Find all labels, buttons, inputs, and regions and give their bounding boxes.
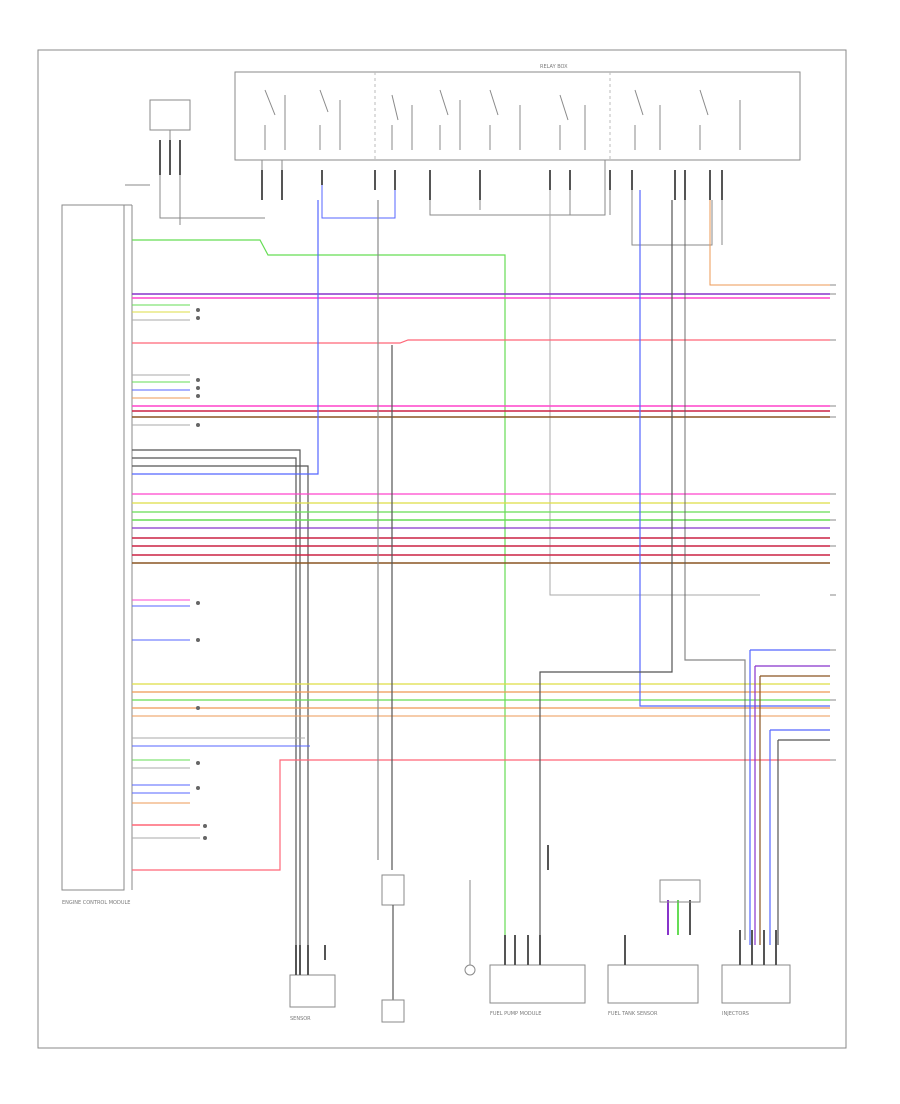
ecm-box	[61, 204, 125, 891]
diagram-frame	[37, 49, 847, 1049]
ecm-label: ENGINE CONTROL MODULE	[62, 900, 130, 906]
fuel-pump-box	[489, 964, 586, 1004]
fuel-tank-sensor-box	[607, 964, 699, 1004]
fuel-pump-module: FUEL PUMP MODULE	[489, 845, 586, 1017]
relay-box-label: RELAY BOX	[540, 64, 568, 70]
right-component-label: INJECTORS	[722, 1011, 749, 1017]
ecm-connector: ENGINE CONTROL MODULE	[61, 204, 133, 906]
left-sensor-connector	[125, 99, 265, 225]
left-sensor-component	[289, 974, 336, 1008]
center-components: SENSOR	[289, 874, 476, 1023]
fuel-tank-sensor: FUEL TANK SENSOR	[607, 879, 701, 1017]
right-verticals	[377, 190, 830, 945]
left-sensor-label: SENSOR	[290, 1016, 311, 1022]
ecm-arrow-markers	[196, 308, 207, 840]
relay-box: RELAY BOX	[234, 64, 801, 161]
right-terminals	[830, 284, 836, 761]
fuel-pump-label: FUEL PUMP MODULE	[490, 1011, 541, 1017]
right-component-box	[721, 964, 791, 1004]
relay-pin-stubs	[261, 170, 723, 200]
left-sensor-box	[149, 99, 191, 131]
right-component: INJECTORS	[721, 930, 791, 1017]
relay-box-outline	[234, 71, 801, 161]
fuel-tank-sensor-label: FUEL TANK SENSOR	[608, 1011, 658, 1017]
center-switch-box	[381, 874, 405, 906]
harness-wires	[132, 200, 830, 945]
